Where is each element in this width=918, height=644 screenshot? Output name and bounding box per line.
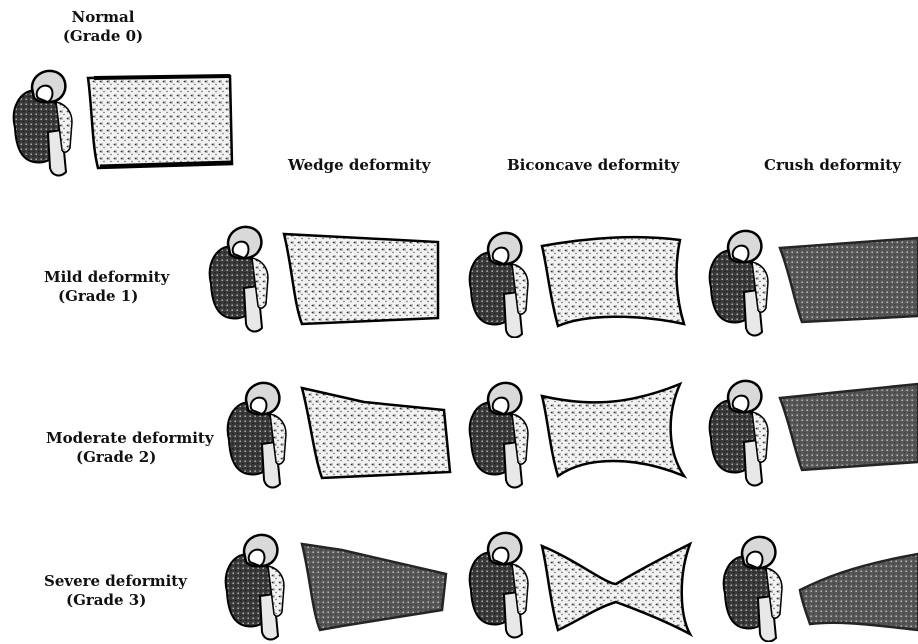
row-label-mild-line2: (Grade 1) bbox=[40, 287, 200, 306]
vertebra-normal-illustration bbox=[8, 66, 236, 186]
vertebra-wedge-mild bbox=[206, 220, 446, 334]
vertebra-biconcave-severe bbox=[466, 526, 698, 642]
row-label-severe-line2: (Grade 3) bbox=[44, 591, 204, 610]
vertebra-biconcave-moderate bbox=[466, 376, 692, 492]
row-label-mild-line1: Mild deformity bbox=[40, 268, 200, 287]
vertebra-crush-severe bbox=[720, 530, 918, 642]
row-label-moderate-line2: (Grade 2) bbox=[46, 448, 216, 467]
column-header-biconcave: Biconcave deformity bbox=[507, 156, 679, 175]
row-label-moderate: Moderate deformity (Grade 2) bbox=[46, 429, 216, 467]
column-header-wedge: Wedge deformity bbox=[288, 156, 431, 175]
column-header-crush: Crush deformity bbox=[764, 156, 901, 175]
row-label-severe: Severe deformity (Grade 3) bbox=[44, 572, 204, 610]
normal-grade0-label: Normal (Grade 0) bbox=[48, 8, 158, 46]
row-label-mild: Mild deformity (Grade 1) bbox=[40, 268, 200, 306]
normal-label-line1: Normal bbox=[48, 8, 158, 27]
normal-label-line2: (Grade 0) bbox=[48, 27, 158, 46]
vertebra-biconcave-mild bbox=[466, 228, 692, 338]
vertebra-wedge-severe bbox=[222, 526, 452, 642]
row-label-severe-line1: Severe deformity bbox=[44, 572, 204, 591]
vertebra-crush-moderate bbox=[706, 374, 918, 492]
vertebra-wedge-moderate bbox=[224, 372, 458, 494]
row-label-moderate-line1: Moderate deformity bbox=[46, 429, 216, 448]
vertebra-crush-mild bbox=[706, 226, 918, 338]
